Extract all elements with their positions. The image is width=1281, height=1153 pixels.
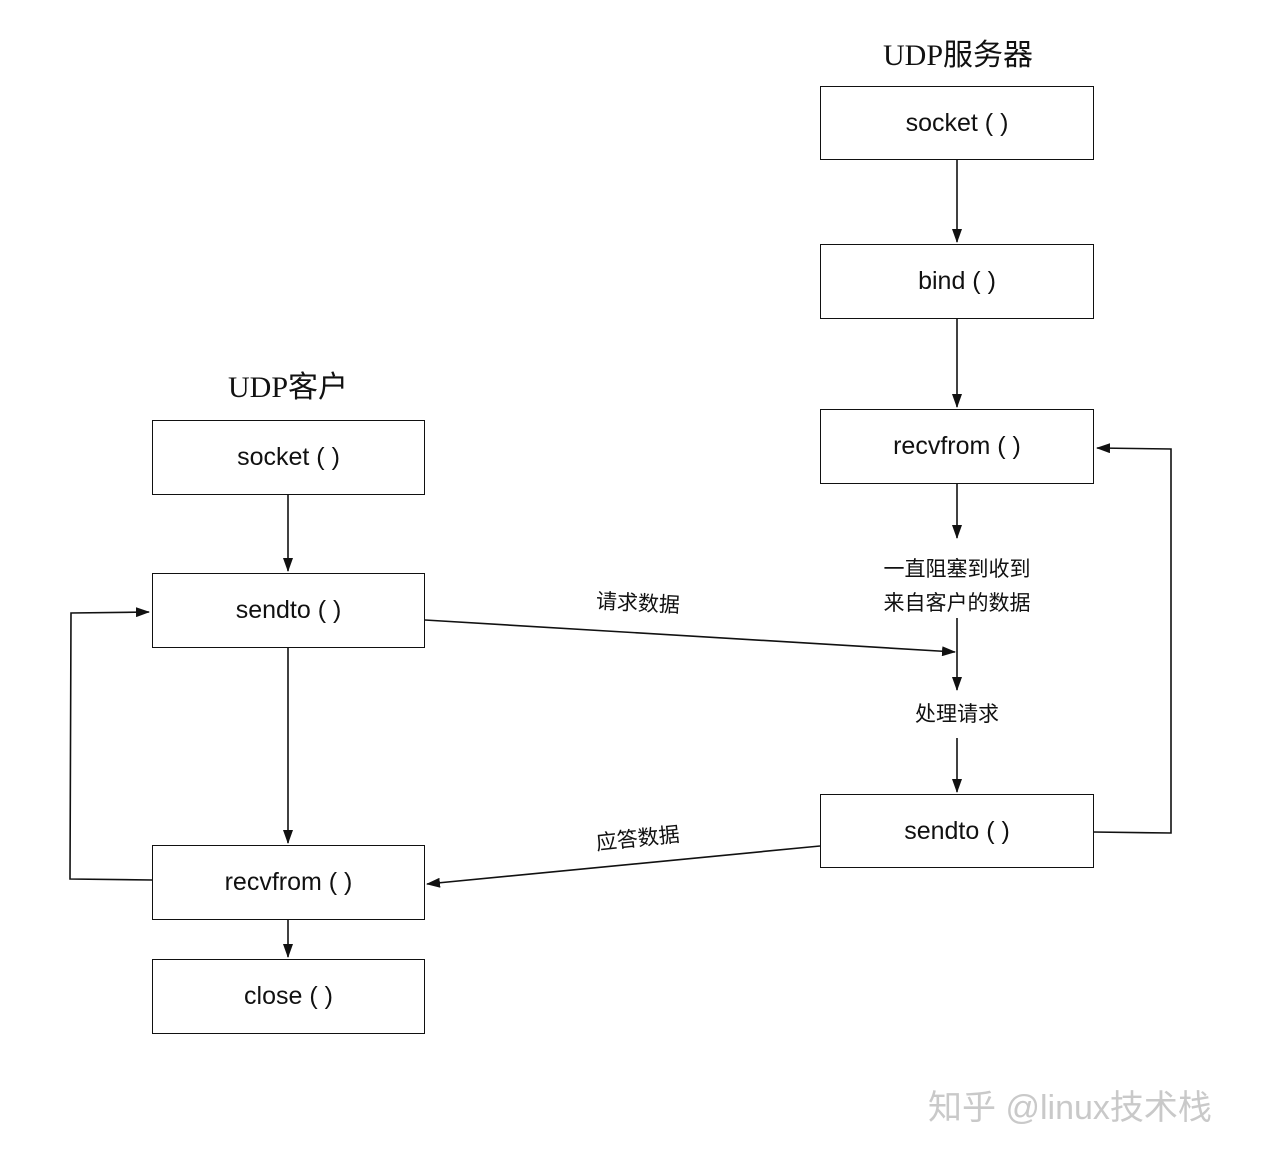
server-socket-box: socket ( )	[820, 86, 1094, 160]
watermark-text: 知乎 @linux技术栈	[928, 1089, 1212, 1127]
server-block-line2: 来自客户的数据	[883, 591, 1031, 615]
server-block-line1: 一直阻塞到收到	[883, 557, 1031, 581]
server-bind-box: bind ( )	[820, 244, 1094, 319]
server-process-note: 处理请求	[915, 702, 999, 726]
arrow-client-loop	[69, 607, 153, 881]
server-sendto-box: sendto ( )	[820, 794, 1094, 868]
arrow-server-loop	[1092, 443, 1172, 834]
client-close-box: close ( )	[152, 959, 425, 1034]
arrow-reply-data	[426, 845, 821, 888]
request-data-label: 请求数据	[595, 589, 681, 618]
arrow-request-data	[424, 619, 956, 657]
server-recvfrom-box: recvfrom ( )	[820, 409, 1094, 484]
server-title: UDP服务器	[883, 39, 1034, 72]
server-block-note: 一直阻塞到收到 来自客户的数据	[857, 552, 1057, 620]
client-recvfrom-box: recvfrom ( )	[152, 845, 425, 920]
client-socket-box: socket ( )	[152, 420, 425, 495]
client-title: UDP客户	[228, 371, 349, 404]
client-sendto-box: sendto ( )	[152, 573, 425, 648]
